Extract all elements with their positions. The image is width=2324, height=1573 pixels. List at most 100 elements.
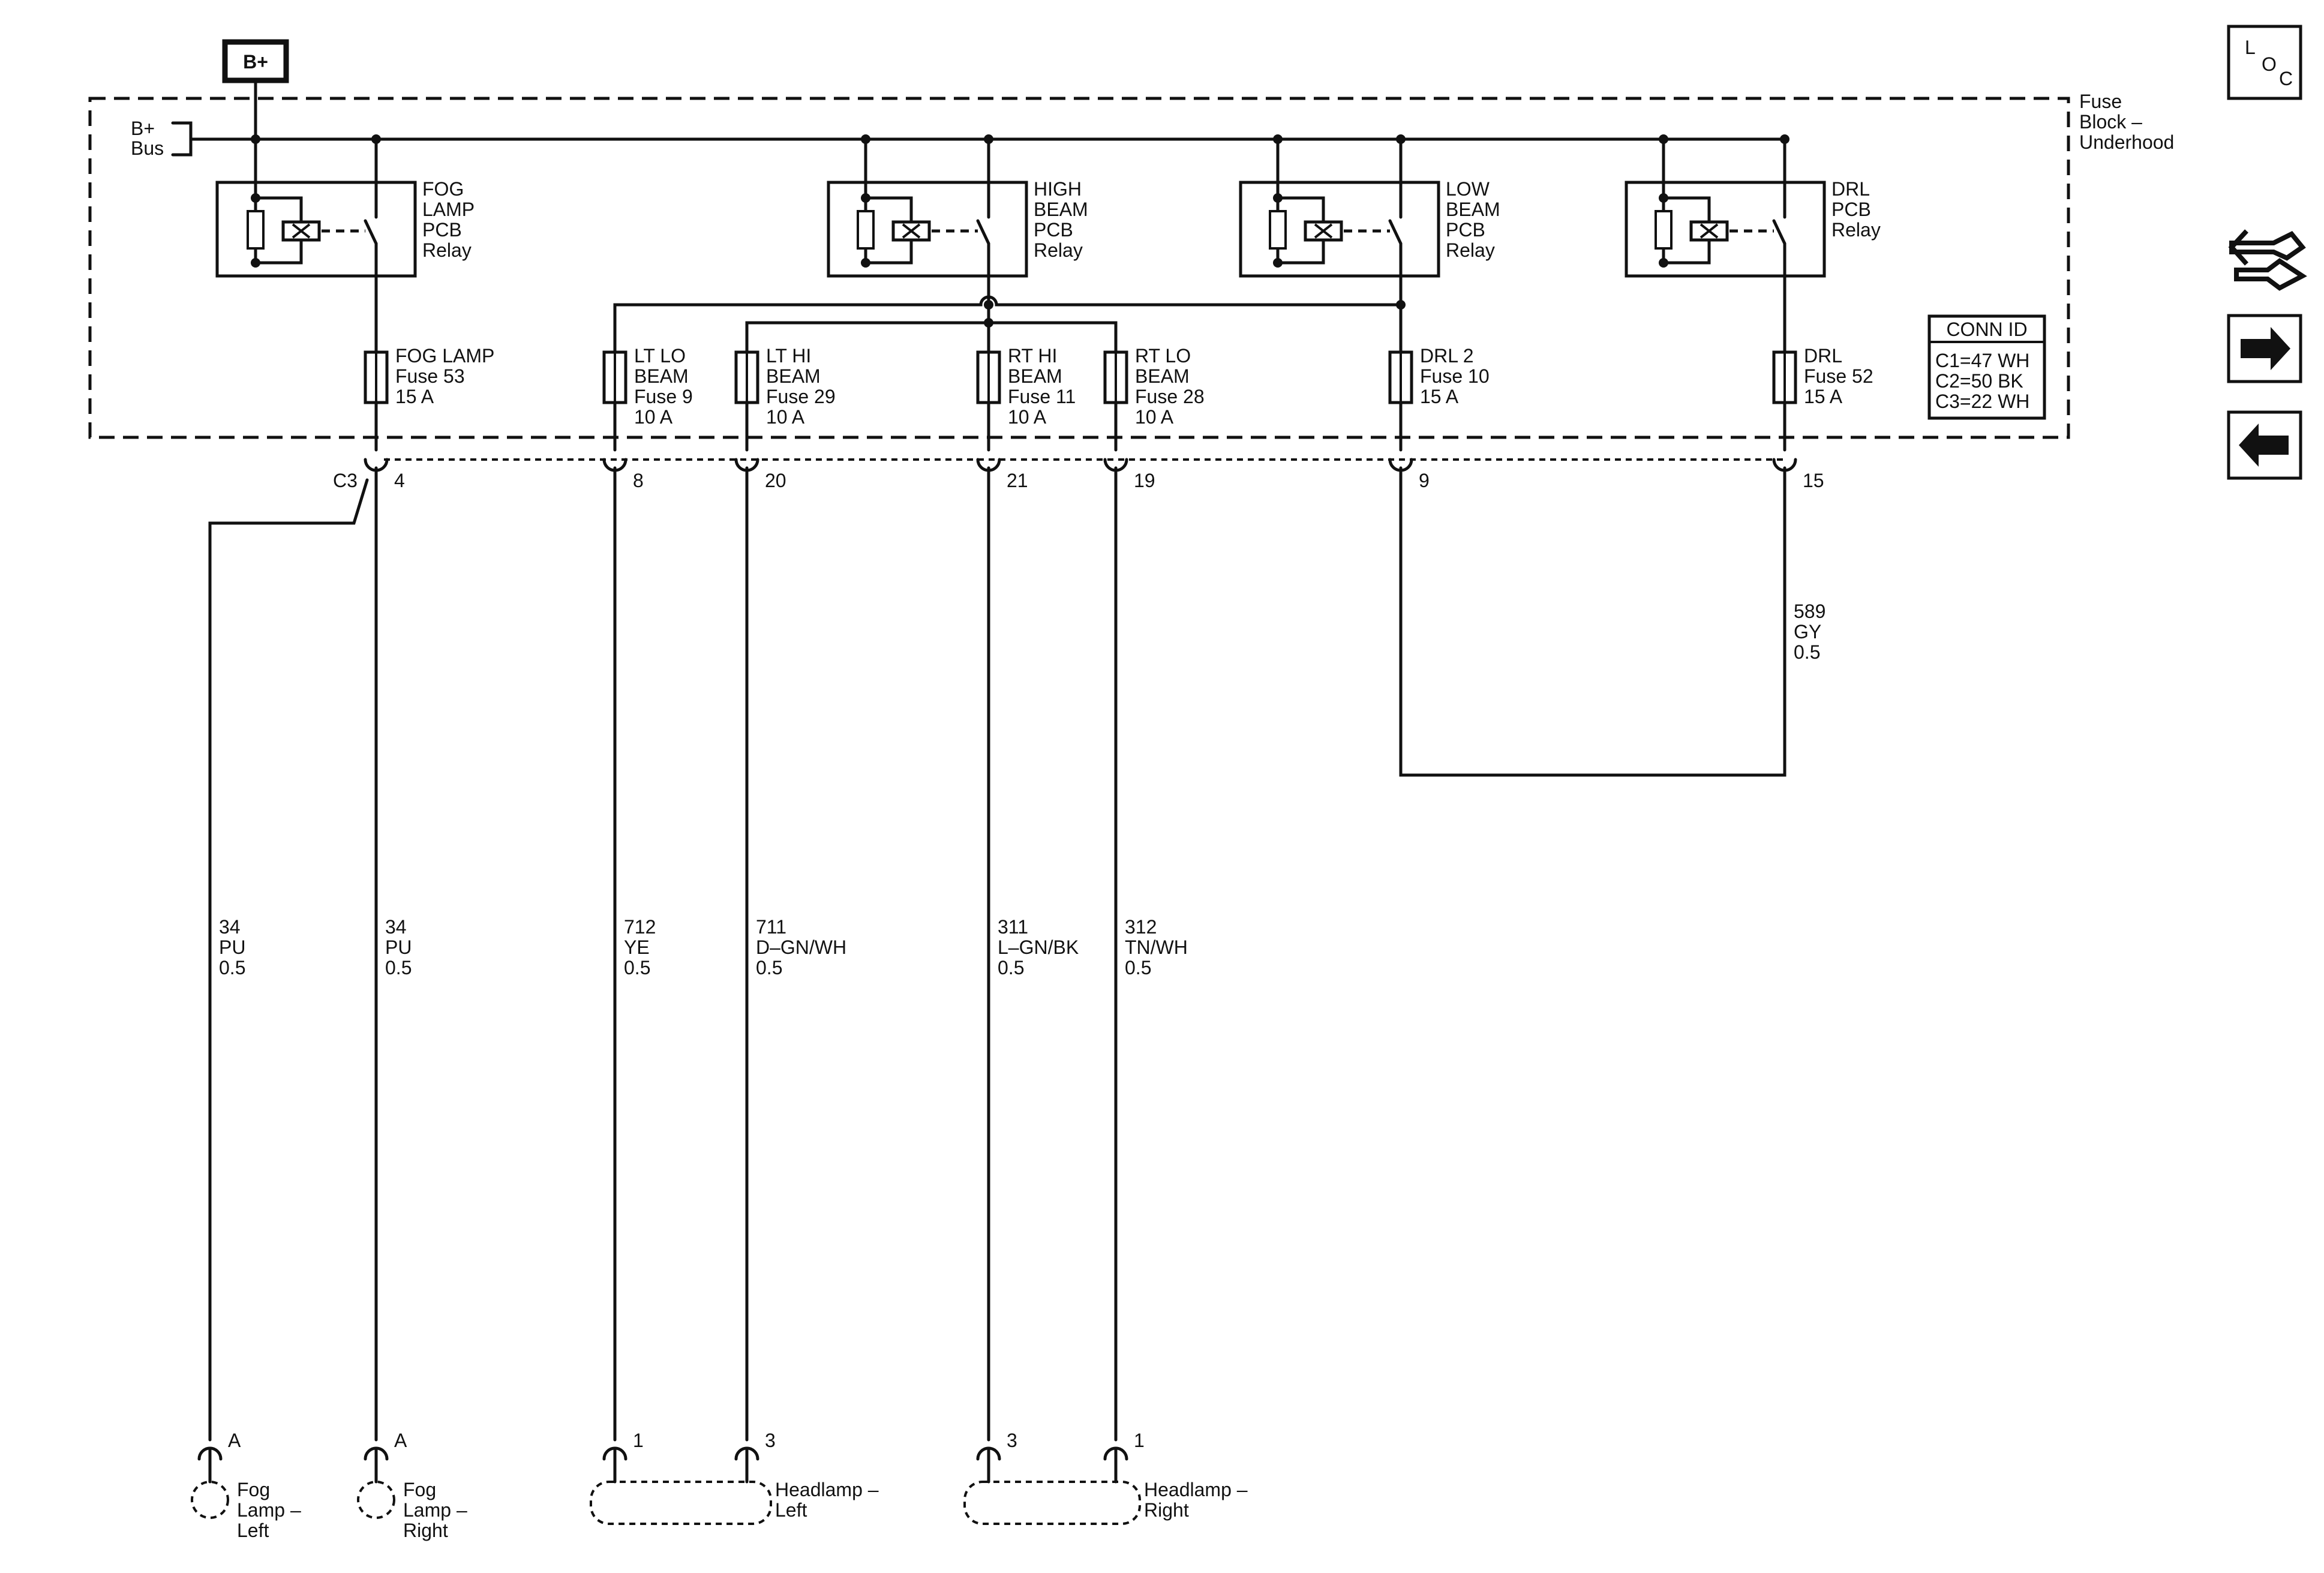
svg-text:O: O — [2262, 53, 2277, 75]
relay-high-label: HIGH — [1034, 178, 1082, 200]
fuse-rtlo-label: Fuse 28 — [1135, 386, 1205, 407]
connector-pin: 19 — [1103, 458, 1155, 491]
component-fog-left-label: Left — [237, 1520, 269, 1541]
wire-w1-label: 0.5 — [219, 957, 245, 978]
relay-fog-label: Relay — [422, 239, 472, 261]
fuse-drl-label: 15 A — [1804, 386, 1843, 407]
connector-pin: 21 — [976, 458, 1028, 491]
pin-label: 20 — [765, 470, 786, 491]
relay-fog-label: PCB — [422, 219, 462, 241]
wire-w1-label: 34 — [219, 916, 241, 938]
conn-id-title: CONN ID — [1946, 319, 2027, 340]
relay-drl-label: DRL — [1831, 178, 1870, 200]
fuse-lthi-label: BEAM — [766, 365, 821, 387]
fuse-fog-label: FOG LAMP — [395, 345, 494, 367]
svg-text:C3=22 WH: C3=22 WH — [1935, 391, 2029, 412]
fuse-drl2-label: 15 A — [1420, 386, 1459, 407]
bplus-source: B+ — [222, 39, 289, 141]
pin-label: 9 — [1419, 470, 1430, 491]
component-fog-right-label: Fog — [403, 1479, 436, 1500]
component-pin: 3 — [976, 1430, 1017, 1484]
connector-pin: 4 — [364, 458, 405, 491]
wire-w6-label: 312 — [1125, 916, 1157, 938]
relay-low-label: LOW — [1446, 178, 1490, 200]
wire-w2-label: 34 — [385, 916, 407, 938]
svg-text:Block –: Block – — [2079, 111, 2142, 133]
component-pin-label: 3 — [765, 1430, 776, 1451]
connector-pin: 20 — [734, 458, 786, 491]
fuse-ltlo-label: BEAM — [634, 365, 689, 387]
component-fog-left-label: Fog — [237, 1479, 270, 1500]
component-pin: 1 — [602, 1430, 644, 1484]
component-view-icon[interactable] — [2228, 229, 2307, 291]
component-pin-label: 1 — [633, 1430, 644, 1451]
feed-wires — [374, 274, 1786, 350]
fuse-rthi-label: BEAM — [1008, 365, 1062, 387]
wire-w4-label: 0.5 — [756, 957, 782, 978]
connector-pin: 8 — [602, 458, 644, 491]
svg-text:C2=50 BK: C2=50 BK — [1935, 370, 2023, 392]
fuse-rthi-label: 10 A — [1008, 406, 1047, 428]
fuse-rtlo-label: BEAM — [1135, 365, 1190, 387]
fuse-lthi-label: Fuse 29 — [766, 386, 836, 407]
pin-label: 21 — [1007, 470, 1028, 491]
svg-text:B+: B+ — [131, 118, 155, 139]
fuse-block-outline — [88, 97, 2070, 439]
pin-label: 15 — [1803, 470, 1824, 491]
wire-w4-label: D–GN/WH — [756, 936, 846, 958]
arrow-right-icon[interactable] — [2227, 314, 2302, 383]
svg-text:C1=47 WH: C1=47 WH — [1935, 350, 2029, 371]
loc-icon[interactable]: L O C — [2227, 25, 2302, 100]
fuse-fog-label: 15 A — [395, 386, 434, 407]
arrow-left-icon[interactable] — [2227, 410, 2302, 480]
component-fog-right-label: Right — [403, 1520, 448, 1541]
wire-w3-label: 0.5 — [624, 957, 650, 978]
fuse-rthi-label: Fuse 11 — [1008, 386, 1076, 407]
wire-w7-label: 0.5 — [1794, 641, 1820, 663]
component-head-right-label: Right — [1144, 1499, 1189, 1521]
connector-pin: 15 — [1772, 458, 1824, 491]
component-head-right: Headlamp –Right — [963, 1479, 1248, 1525]
component-head-left-label: Left — [775, 1499, 807, 1521]
wire-w7-label: GY — [1794, 621, 1821, 643]
bplus-label: B+ — [243, 51, 268, 73]
connector-pin: 9 — [1388, 458, 1430, 491]
fuse-drl-label: Fuse 52 — [1804, 365, 1873, 387]
wire-w2-label: PU — [385, 936, 412, 958]
component-head-left: Headlamp –Left — [590, 1479, 879, 1525]
fuse-lthi-label: LT HI — [766, 345, 811, 367]
conn-id-box: CONN ID C1=47 WH C2=50 BK C3=22 WH — [1927, 314, 2046, 420]
wire-w6-label: TN/WH — [1125, 936, 1188, 958]
wire-w3-label: YE — [624, 936, 650, 958]
relay-high-label: Relay — [1034, 239, 1083, 261]
fuse-fog-label: Fuse 53 — [395, 365, 465, 387]
fuse-ltlo-label: Fuse 9 — [634, 386, 693, 407]
connector-c3-label: C3 — [333, 470, 358, 491]
wire-w7-label: 589 — [1794, 601, 1825, 622]
relay-drl-label: Relay — [1831, 219, 1881, 241]
component-pin-label: 1 — [1134, 1430, 1145, 1451]
component-pin: 3 — [734, 1430, 776, 1484]
relay-fog-label: FOG — [422, 178, 464, 200]
wire-w5-label: L–GN/BK — [998, 936, 1079, 958]
relay-high-label: PCB — [1034, 219, 1073, 241]
fuse-rtlo-label: 10 A — [1135, 406, 1174, 428]
component-pin: A — [364, 1430, 407, 1484]
fuse-drl2-label: DRL 2 — [1420, 345, 1474, 367]
